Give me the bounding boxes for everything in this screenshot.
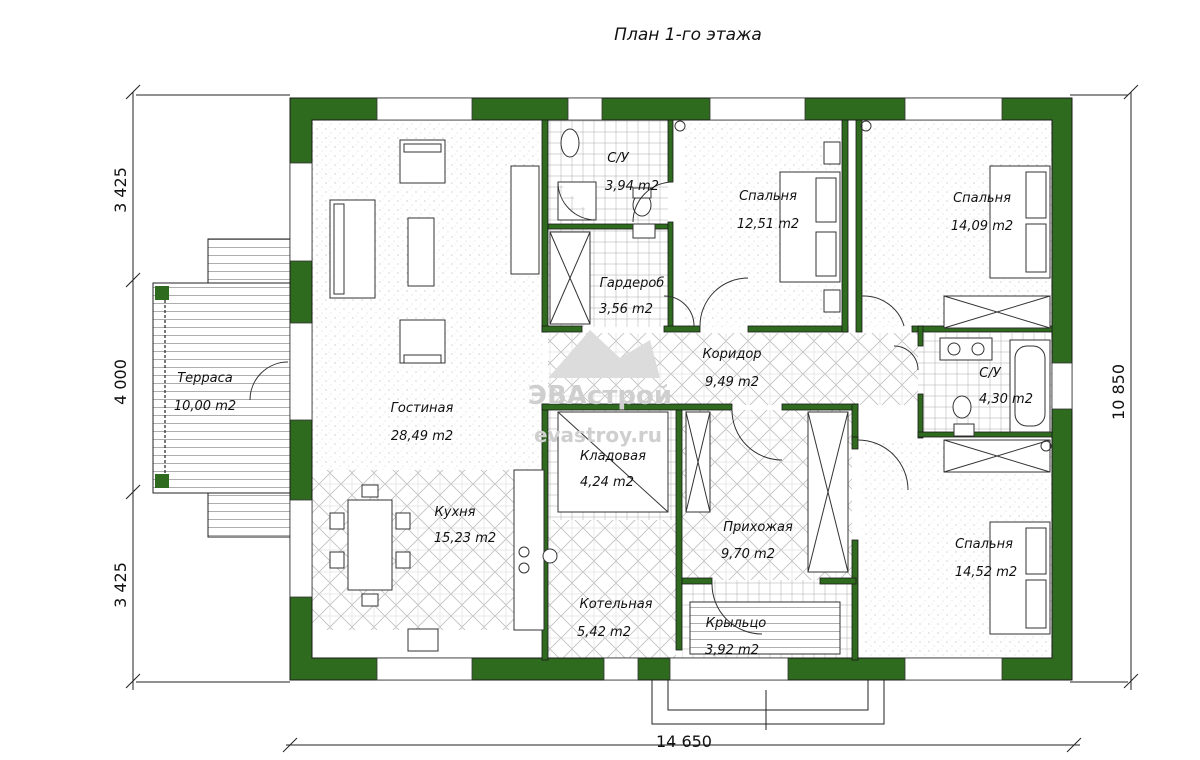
dimension-lines xyxy=(125,84,1139,753)
doors xyxy=(632,120,1052,635)
room-area: 15,23 m2 xyxy=(434,531,496,546)
room-name: Кладовая xyxy=(580,449,646,464)
room-name: Спальня xyxy=(955,537,1013,552)
room-name: Прихожая xyxy=(723,520,793,535)
dim-left-bottom: 3 425 xyxy=(111,562,130,608)
room-name: С/У xyxy=(607,151,629,166)
floors xyxy=(312,120,1052,660)
watermark: ЭВАстрой evastroy.ru xyxy=(528,330,672,447)
room-area: 14,52 m2 xyxy=(955,565,1017,580)
room-area: 9,49 m2 xyxy=(705,375,759,390)
watermark-brand: ЭВАстрой xyxy=(528,381,672,411)
room-area: 10,00 m2 xyxy=(174,399,236,414)
room-area: 5,42 m2 xyxy=(577,625,631,640)
room-area: 9,70 m2 xyxy=(721,547,775,562)
room-area: 14,09 m2 xyxy=(951,219,1013,234)
room-area: 4,24 m2 xyxy=(580,475,634,490)
room-name: Спальня xyxy=(953,191,1011,206)
room-name: С/У xyxy=(979,366,1001,381)
room-name: Спальня xyxy=(739,189,797,204)
room-name: Терраса xyxy=(177,371,233,386)
room-area: 3,56 m2 xyxy=(599,302,653,317)
watermark-site: evastroy.ru xyxy=(534,423,662,447)
room-name: Котельная xyxy=(579,597,652,612)
terrace xyxy=(152,238,291,538)
room-area: 3,92 m2 xyxy=(705,643,759,658)
room-name: Гардероб xyxy=(600,276,665,291)
room-area: 4,30 m2 xyxy=(979,392,1033,407)
dim-left-mid: 4 000 xyxy=(111,359,130,405)
room-labels: Терраса 10,00 m2 Гостиная 28,49 m2 С/У 3… xyxy=(174,151,1033,658)
room-area: 12,51 m2 xyxy=(737,217,799,232)
room-name: Кухня xyxy=(435,505,476,520)
room-name: Коридор xyxy=(702,347,761,362)
porch-steps xyxy=(651,679,885,730)
windows xyxy=(289,97,1073,681)
dim-total-height: 10 850 xyxy=(1109,364,1128,420)
dim-total-width: 14 650 xyxy=(656,732,712,751)
dim-left-top: 3 425 xyxy=(111,167,130,213)
furniture xyxy=(329,128,1051,655)
room-name: Гостиная xyxy=(391,401,454,416)
room-name: Крыльцо xyxy=(706,616,767,631)
plan-title: План 1-го этажа xyxy=(614,25,762,45)
room-area: 28,49 m2 xyxy=(391,429,453,444)
room-area: 3,94 m2 xyxy=(605,179,659,194)
